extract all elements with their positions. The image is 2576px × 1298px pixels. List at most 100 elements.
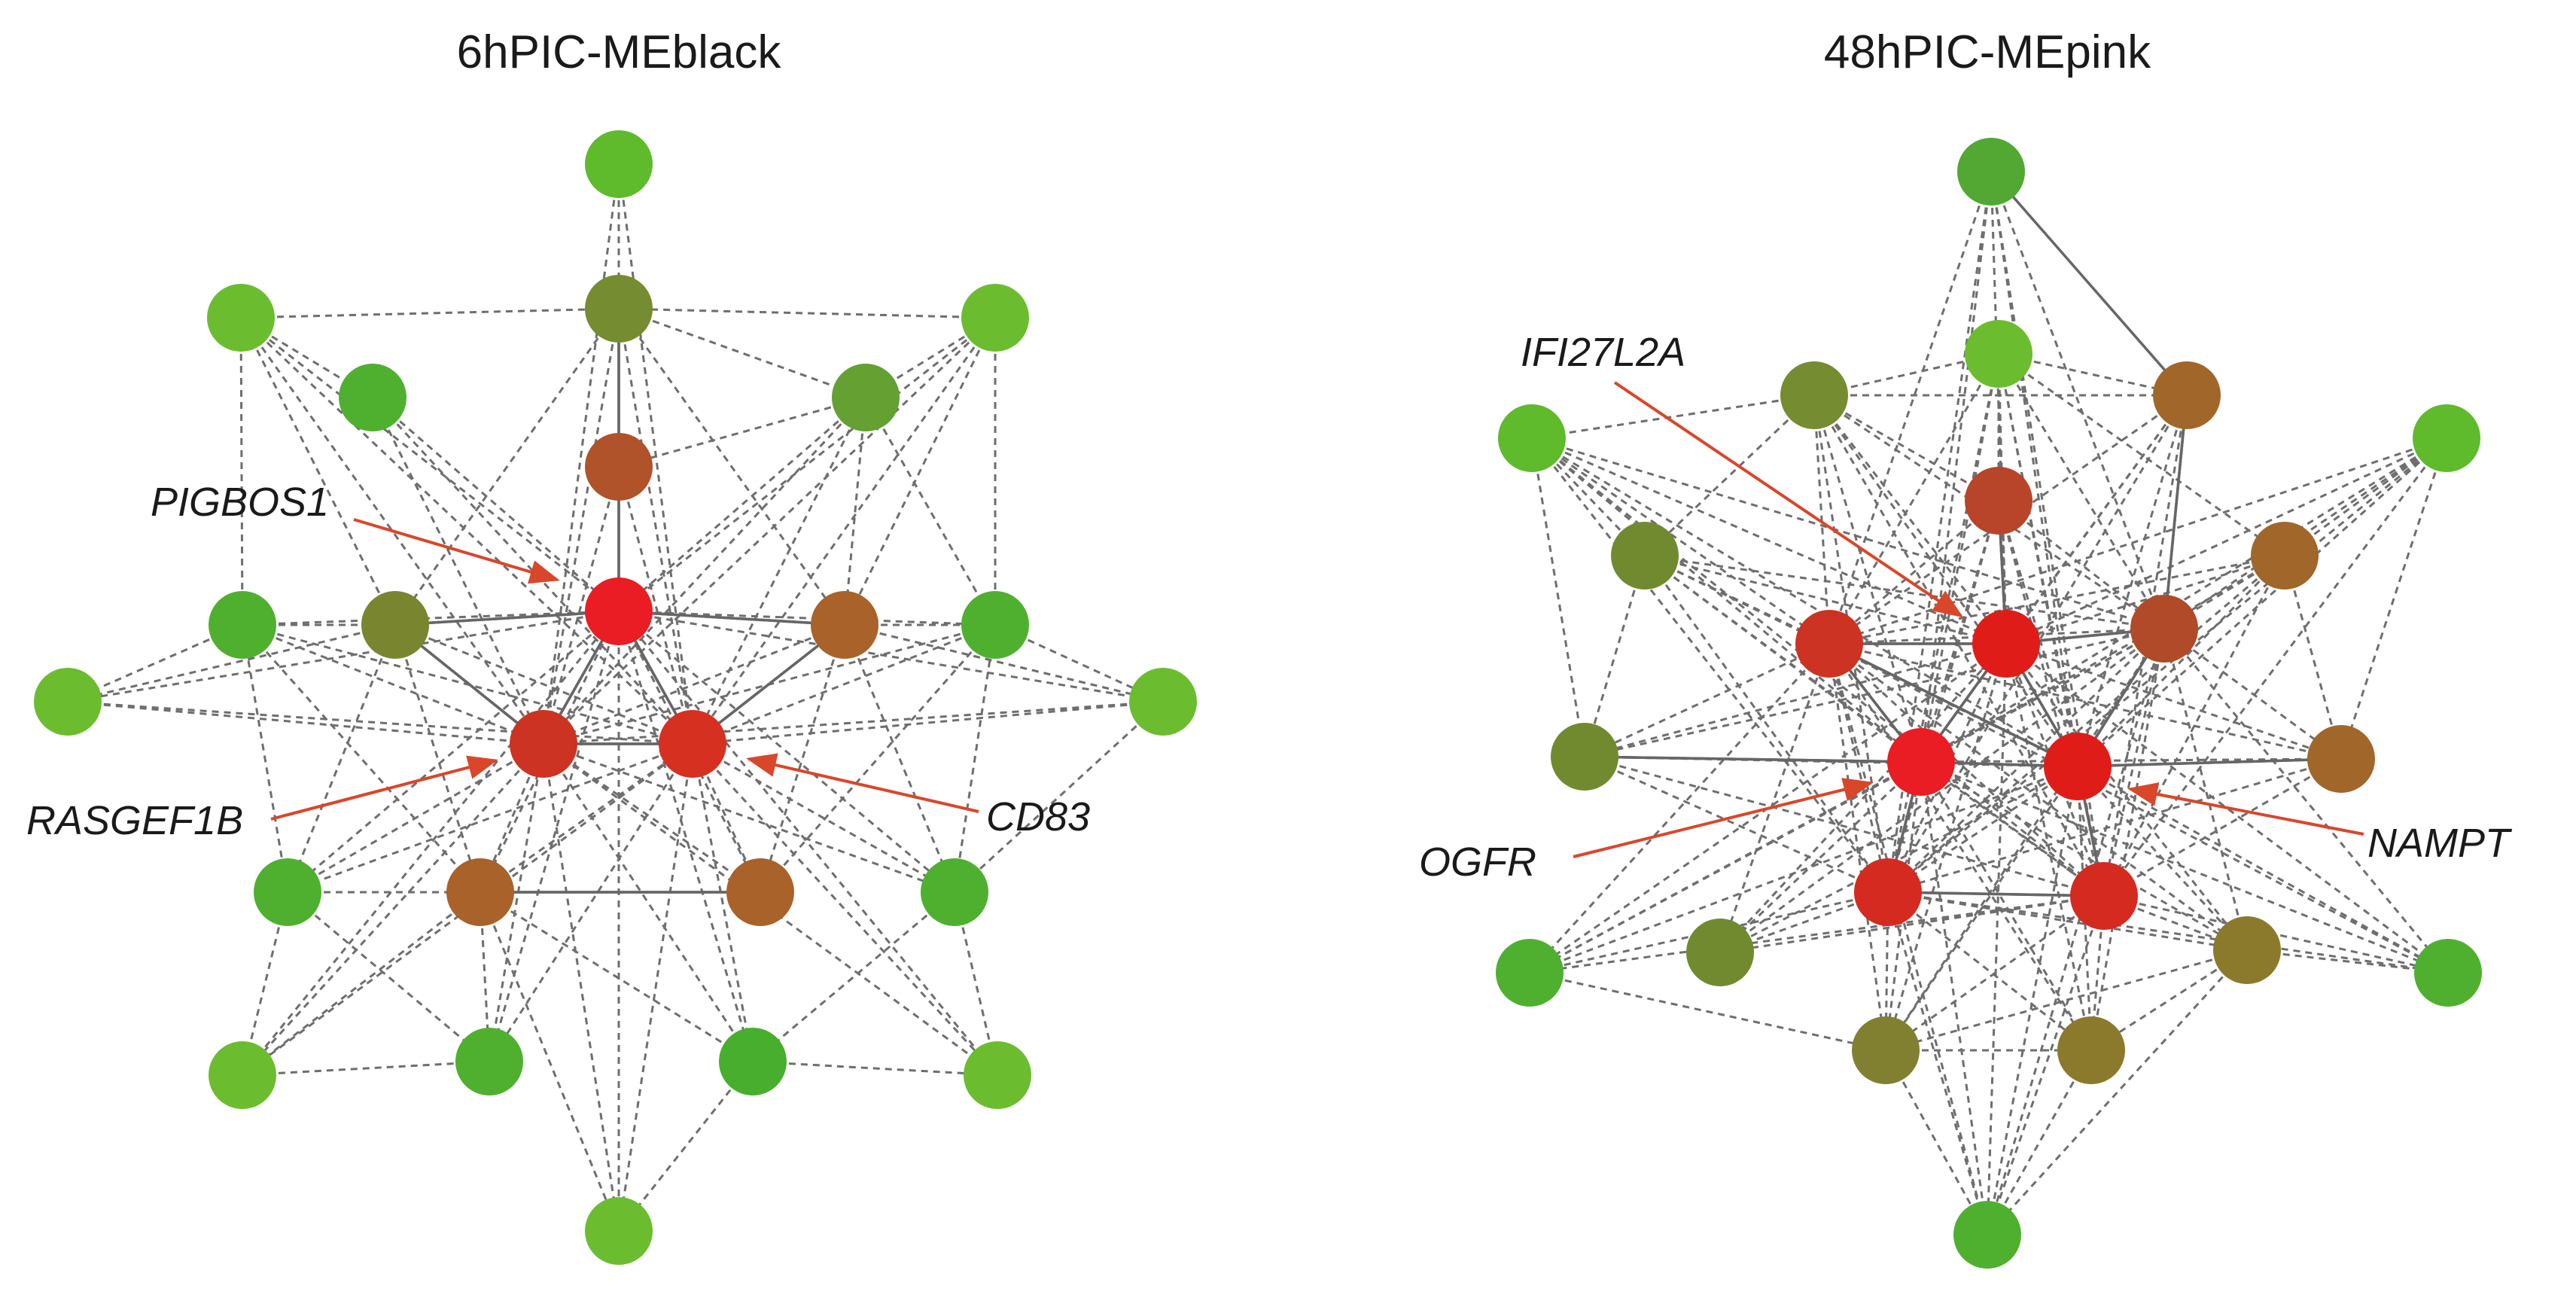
- gene-node: [2307, 725, 2375, 793]
- network-edge: [371, 396, 694, 745]
- network-edge: [1531, 437, 2007, 645]
- network-edge: [2076, 395, 2188, 767]
- network-edge: [1531, 437, 1830, 645]
- network-edge: [542, 743, 754, 1062]
- gene-node: [2070, 862, 2138, 930]
- arrows: [1573, 381, 2364, 858]
- network-edge: [1920, 171, 1993, 763]
- network-edge: [1719, 627, 2165, 954]
- network-edge: [752, 891, 955, 1063]
- gene-node: [1795, 610, 1863, 678]
- network-edge: [1828, 643, 1889, 893]
- network-edge: [864, 397, 997, 626]
- network-edge: [1531, 437, 2078, 768]
- gene-node: [207, 284, 275, 352]
- gene-node: [2414, 939, 2482, 1007]
- network-edge: [1828, 171, 1993, 644]
- network-edge-solid: [618, 610, 845, 626]
- gene-label-IFI27L2A: IFI27L2A: [1521, 330, 1685, 375]
- network-edge: [542, 396, 867, 745]
- network-edge: [617, 308, 846, 626]
- network-edge: [1529, 765, 2078, 974]
- network-edge: [543, 742, 761, 894]
- network-edge: [618, 307, 866, 399]
- gene-node: [726, 858, 794, 926]
- network-edge: [2077, 437, 2447, 768]
- annotation-arrow: [1613, 381, 1964, 618]
- network-edge: [617, 611, 754, 1062]
- network-edge: [1886, 500, 2000, 893]
- network-edge: [1885, 894, 2105, 1052]
- network-edge: [1643, 394, 1816, 557]
- gene-node: [585, 577, 653, 645]
- network-edge: [953, 700, 1165, 894]
- gene-label-CD83: CD83: [986, 794, 1090, 839]
- network-edge: [2103, 555, 2286, 897]
- network-edge: [242, 623, 544, 745]
- network-edge: [1828, 642, 2449, 974]
- network-edge-solid: [2163, 395, 2188, 629]
- network-edge: [618, 396, 866, 613]
- gene-node: [446, 858, 514, 926]
- network-edge: [1531, 437, 1922, 763]
- network-edge: [1828, 499, 1999, 645]
- network-edge: [2163, 628, 2450, 974]
- network-edge: [1584, 755, 2105, 897]
- gene-node: [34, 668, 102, 736]
- network-edge: [1920, 353, 2000, 763]
- network-edge: [1584, 642, 1830, 758]
- gene-node: [2153, 361, 2221, 429]
- network-edge: [542, 163, 620, 745]
- network-edge: [1584, 627, 2165, 758]
- network-edge: [480, 891, 754, 1063]
- network-edge-solid: [2077, 757, 2342, 768]
- network-edge-solid: [1584, 755, 1922, 763]
- network-edge: [618, 316, 996, 613]
- network-edge: [394, 308, 620, 626]
- network-edge: [1990, 171, 2166, 629]
- network-edge: [843, 397, 867, 626]
- network-edge: [542, 316, 997, 745]
- network-edge: [543, 623, 845, 745]
- arrows: [270, 518, 979, 821]
- network-6hPIC-MEblack: 6hPIC-MEblack PIGBOS1 RASGEF1B CD83: [26, 26, 1197, 1265]
- gene-node: [811, 591, 878, 659]
- annotation-arrow: [746, 753, 979, 813]
- gene-node: [339, 364, 406, 431]
- network-edge-solid: [1990, 170, 2188, 397]
- network-edge: [1998, 352, 2285, 557]
- network-edge: [1644, 554, 2165, 630]
- gene-node: [2413, 404, 2480, 472]
- network-edge: [542, 308, 620, 745]
- network-edge: [1828, 643, 2093, 1051]
- network-edge: [2103, 894, 2449, 974]
- gene-node: [961, 591, 1029, 659]
- network-edge: [1920, 761, 1989, 1236]
- network-edge: [479, 611, 620, 893]
- gene-node: [361, 591, 429, 659]
- network-edge: [691, 317, 997, 745]
- network-edge-solid: [394, 610, 620, 626]
- network-edge: [1886, 353, 2000, 893]
- network-edge: [1884, 643, 2008, 1051]
- network-edge: [2005, 643, 2093, 1051]
- network-edge-solid: [1828, 642, 2078, 768]
- gene-node: [2044, 733, 2112, 800]
- network-edge: [1643, 555, 1889, 893]
- gene-node: [921, 858, 988, 926]
- network-edge: [1531, 394, 1815, 440]
- network-edge: [2005, 642, 2342, 760]
- gene-node: [1854, 858, 1922, 926]
- gene-node: [832, 364, 900, 431]
- network-edge: [1583, 555, 1646, 757]
- network-edge: [67, 700, 544, 745]
- network-edge: [1887, 554, 2285, 894]
- network-edge: [1986, 643, 2008, 1236]
- network-edge: [618, 610, 996, 626]
- gene-node: [1852, 1016, 1920, 1084]
- network-edge: [1885, 949, 2248, 1052]
- network-edge: [617, 163, 694, 745]
- gene-node: [2130, 595, 2198, 663]
- network-edge: [1920, 554, 2285, 763]
